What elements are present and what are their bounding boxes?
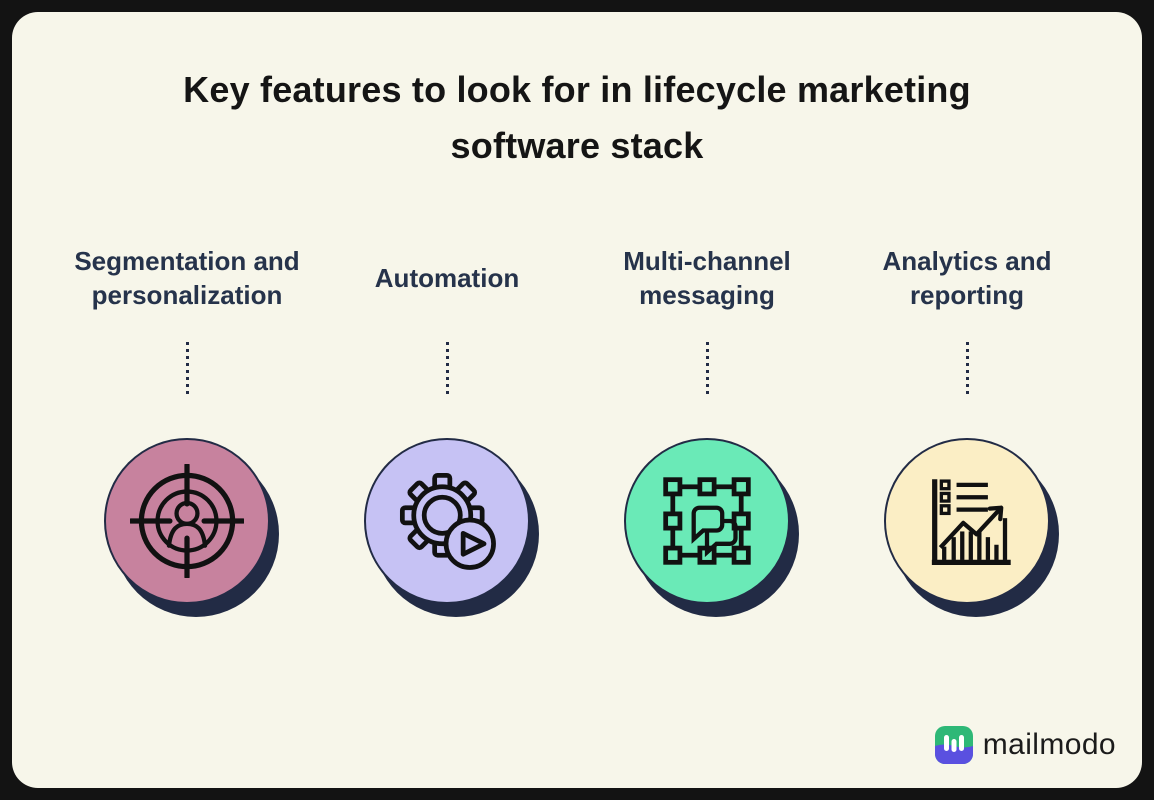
features-row: Segmentation and personalization — [57, 236, 1097, 620]
feature-multichannel: Multi-channel messaging — [577, 236, 837, 620]
mailmodo-logo-icon — [934, 726, 973, 764]
feature-segmentation: Segmentation and personalization — [57, 236, 317, 620]
feature-analytics: Analytics and reporting — [837, 236, 1097, 620]
page-title: Key features to look for in lifecycle ma… — [183, 69, 971, 166]
gear-play-icon — [399, 472, 496, 570]
dotted-connector — [705, 341, 709, 398]
feature-circle — [364, 437, 530, 620]
dotted-connector — [185, 341, 189, 398]
feature-label: Automation — [374, 262, 520, 293]
feature-circle — [884, 437, 1050, 620]
feature-label: Segmentation and personalization — [74, 245, 300, 310]
dotted-connector — [445, 341, 449, 398]
feature-label: Analytics and reporting — [882, 245, 1052, 310]
feature-circle — [104, 437, 270, 620]
selection-chat-icon — [663, 476, 751, 565]
dotted-connector — [965, 341, 969, 398]
infographic-card: Key features to look for in lifecycle ma… — [12, 12, 1142, 788]
brand-footer: mailmodo — [934, 726, 1116, 764]
feature-circle — [624, 437, 790, 620]
feature-automation: Automation — [317, 236, 577, 620]
analytics-chart-icon — [931, 478, 1011, 565]
target-user-icon — [130, 463, 244, 578]
brand-name: mailmodo — [982, 728, 1116, 761]
feature-label: Multi-channel messaging — [623, 245, 791, 310]
